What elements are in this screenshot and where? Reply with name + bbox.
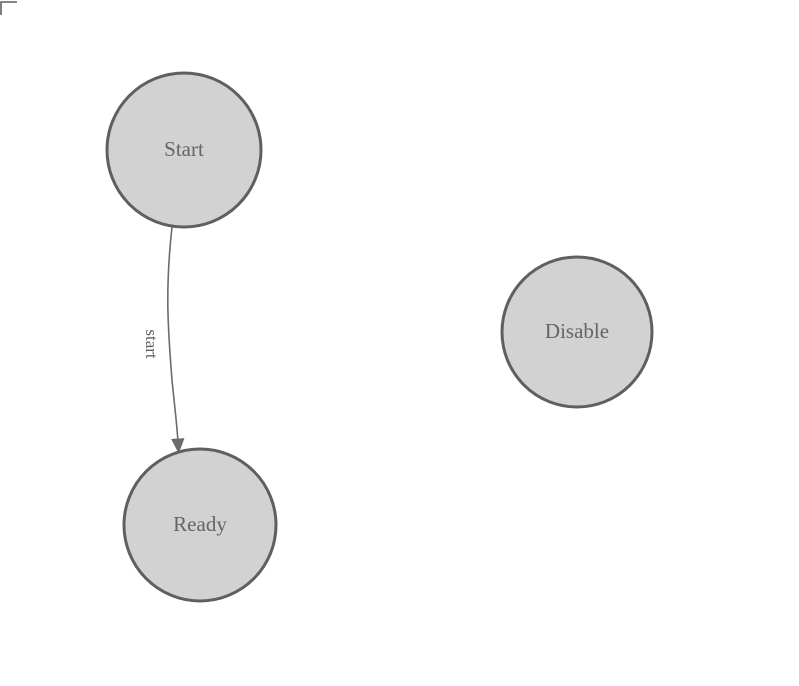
edges-group: start: [142, 226, 185, 454]
node-ready-label: Ready: [173, 512, 227, 536]
node-ready[interactable]: Ready: [122, 447, 278, 603]
edge-label-start: start: [142, 329, 161, 359]
node-disable[interactable]: Disable: [500, 255, 654, 409]
node-start-circle[interactable]: [105, 71, 263, 229]
node-disable-circle[interactable]: [500, 255, 654, 409]
node-ready-circle[interactable]: [122, 447, 278, 603]
node-start-label: Start: [164, 137, 204, 161]
node-disable-label: Disable: [545, 319, 609, 343]
corner-bracket-mark: [0, 1, 17, 15]
node-start[interactable]: Start: [105, 71, 263, 229]
edge-start-to-ready[interactable]: [167, 226, 185, 454]
